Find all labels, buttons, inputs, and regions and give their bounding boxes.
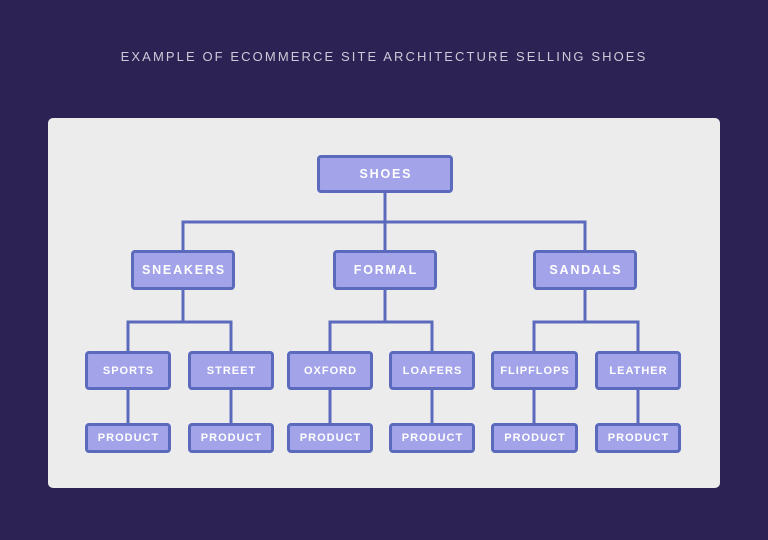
diagram-panel: SHOES SNEAKERS FORMAL SANDALS SPORTS STR… [48,118,720,488]
node-street: STREET [188,351,274,390]
node-product-oxford: PRODUCT [287,423,373,453]
node-shoes: SHOES [317,155,453,193]
node-loafers: LOAFERS [389,351,475,390]
node-formal: FORMAL [333,250,437,290]
node-product-flipflops: PRODUCT [491,423,578,453]
node-product-leather: PRODUCT [595,423,681,453]
tree-connectors [126,193,640,424]
node-leather: LEATHER [595,351,681,390]
page-title: EXAMPLE OF ECOMMERCE SITE ARCHITECTURE S… [120,49,648,64]
node-flipflops: FLIPFLOPS [491,351,578,390]
node-sandals: SANDALS [533,250,637,290]
node-sports: SPORTS [85,351,171,390]
node-product-sports: PRODUCT [85,423,171,453]
node-sneakers: SNEAKERS [131,250,235,290]
node-product-loafers: PRODUCT [389,423,475,453]
node-product-street: PRODUCT [188,423,274,453]
node-oxford: OXFORD [287,351,373,390]
